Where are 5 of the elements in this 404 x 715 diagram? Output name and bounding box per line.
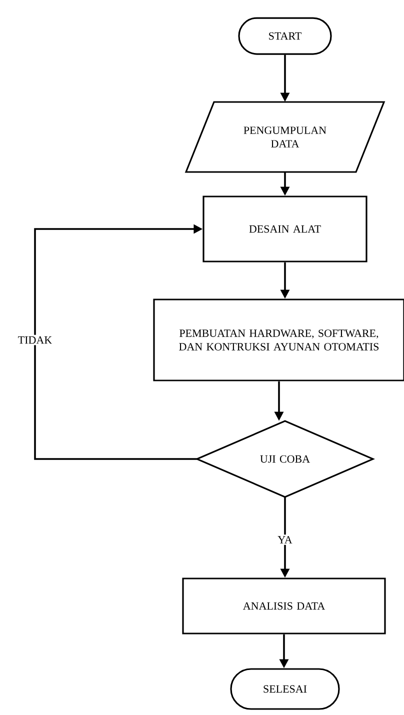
process-box: DESAIN ALAT [202,196,368,262]
edge-label: TIDAK [16,334,54,346]
edge-label: YA [276,534,294,545]
process-box: PEMBUATAN HARDWARE, SOFTWARE, DAN KONTRUKSI AYUNAN OTOMATIS [153,298,404,382]
process-box: ANALISIS DATA [182,578,386,634]
